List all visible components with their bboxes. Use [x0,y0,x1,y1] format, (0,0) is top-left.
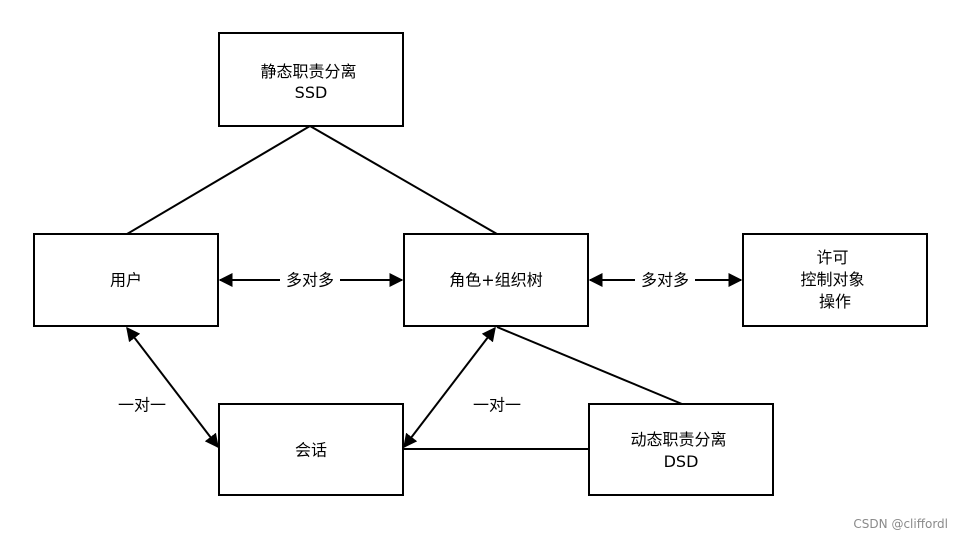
edge-label-user-role-text: 多对多 [286,271,334,290]
node-role: 角色+组织树 [403,233,589,327]
node-role-label: 角色+组织树 [449,271,542,290]
node-permission-line-3: 操作 [819,292,851,311]
node-ssd: 静态职责分离 SSD [218,32,404,127]
edge-label-user-session: 一对一 [118,396,166,415]
edge-ssd-role [309,125,498,235]
node-dsd: 动态职责分离 DSD [588,403,774,496]
node-permission-line-1: 许可 [816,248,848,267]
node-permission-label: 许可 控制对象 操作 [800,248,869,311]
edge-session-role [403,326,496,449]
node-dsd-label: 动态职责分离 DSD [630,430,731,471]
node-ssd-label: 静态职责分离 SSD [260,62,361,102]
edge-ssd-user [126,125,311,235]
node-permission: 许可 控制对象 操作 [742,233,928,327]
edge-user-session [126,326,219,449]
node-dsd-line-2: DSD [664,452,699,471]
edge-label-role-permission-text: 多对多 [641,271,689,290]
node-ssd-line-2: SSD [295,83,328,102]
node-session-label: 会话 [295,441,327,460]
edge-label-role-permission: 多对多 [635,269,695,291]
node-ssd-line-1: 静态职责分离 [260,62,356,81]
node-permission-line-2: 控制对象 [800,270,864,289]
node-session: 会话 [218,403,404,496]
node-user: 用户 [33,233,219,327]
edge-dsd-role [496,326,683,405]
edge-label-session-role: 一对一 [473,396,521,415]
node-dsd-line-1: 动态职责分离 [630,430,726,449]
node-user-label: 用户 [110,271,142,290]
watermark-text: CSDN @cliffordl [853,517,948,531]
edge-label-user-role: 多对多 [280,269,340,291]
